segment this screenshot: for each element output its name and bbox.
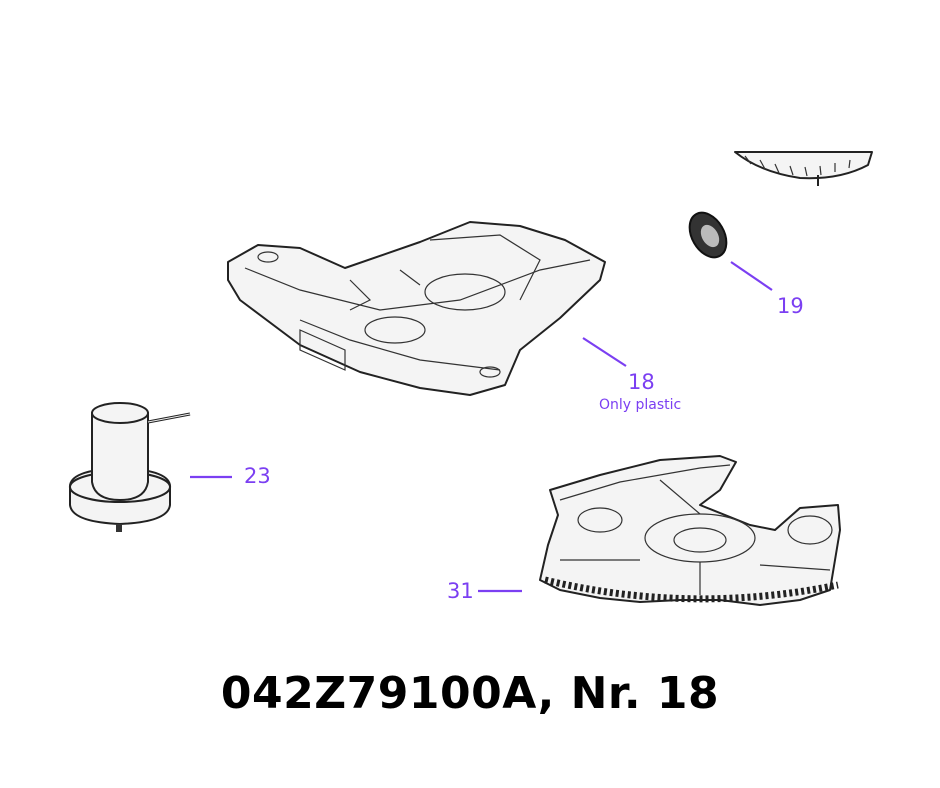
leader-line-18	[582, 337, 627, 367]
part-18-housing	[227, 221, 606, 396]
callout-19: 19	[777, 294, 804, 318]
part-number-caption: 042Z79100A, Nr. 18	[220, 668, 720, 719]
partial-wheel-part	[734, 151, 873, 186]
part-19-gear	[688, 211, 728, 259]
callout-23: 23	[244, 464, 271, 488]
part-31-base-plate	[539, 455, 841, 606]
leader-line-19	[730, 261, 773, 291]
part-23-motor	[68, 402, 191, 532]
callout-18: 18	[628, 370, 655, 394]
callout-31: 31	[447, 579, 474, 603]
callout-18-note: Only plastic	[599, 397, 682, 413]
